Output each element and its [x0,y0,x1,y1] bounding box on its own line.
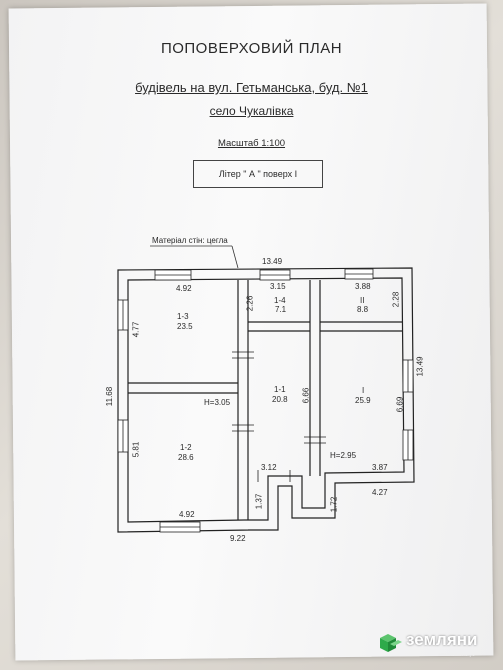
dim-bottom-right1: 3.87 [372,463,388,472]
room-area: 23.5 [177,322,193,331]
room-area: 8.8 [357,305,369,314]
material-leader-arrow [231,245,239,269]
room-id: 1-2 [180,443,192,452]
scale-label: Масштаб 1:100 [217,138,286,149]
room-area: 25.9 [355,396,371,405]
watermark-name: земляни [406,630,478,649]
document-subtitle-address: будівель на вул. Гетьманська, буд. №1 [135,80,368,95]
watermark: земляни земельний клуб [376,628,502,664]
room-id: II [360,296,365,305]
height-left: H=3.05 [204,398,231,407]
doors [232,351,326,487]
dim-room12-width: 4.92 [179,510,195,519]
dim-room12-height: 5.81 [131,441,141,458]
dim-bottom-right2: 4.27 [372,488,388,497]
height-right: H=2.95 [330,451,357,460]
dim-room14-width: 3.15 [270,282,286,291]
dim-top-length: 13.49 [262,257,283,266]
room-id: 1-4 [274,296,286,305]
dim-room13-width: 4.92 [176,284,192,293]
dim-right-height: 13.49 [415,356,425,377]
document-title: ПОПОВЕРХОВИЙ ПЛАН [160,40,343,57]
dim-bottom-length: 9.22 [230,534,246,543]
dim-roomII-height: 2.28 [391,291,401,308]
cube-logo-icon [380,634,402,652]
dim-left-height: 11.68 [105,386,115,407]
dim-porch-left: 1.37 [254,493,264,510]
room-area: 20.8 [272,395,288,404]
dim-room13-height: 4.77 [131,321,141,338]
dim-bottom-mid: 3.12 [261,463,277,472]
wall-material-label: Матеріал стін: цегла [152,236,228,245]
dim-porch-right: 1.72 [329,496,339,513]
room-id: 1-3 [177,312,189,321]
litera-box [193,160,323,188]
watermark-tagline: земельний клуб [438,652,475,658]
dim-roomI-height: 6.69 [395,396,405,413]
dim-room11-height: 6.66 [301,387,311,404]
room-area: 28.6 [178,453,194,462]
dim-room14-height: 2.26 [245,295,255,312]
document-subtitle-village: село Чукалівка [209,104,294,118]
litera-label: Літер " А " поверх I [218,169,298,179]
room-area: 7.1 [275,305,287,314]
windows [117,268,414,533]
room-id: 1-1 [274,385,286,394]
room-id: I [362,386,365,395]
dim-roomII-width: 3.88 [355,282,371,291]
